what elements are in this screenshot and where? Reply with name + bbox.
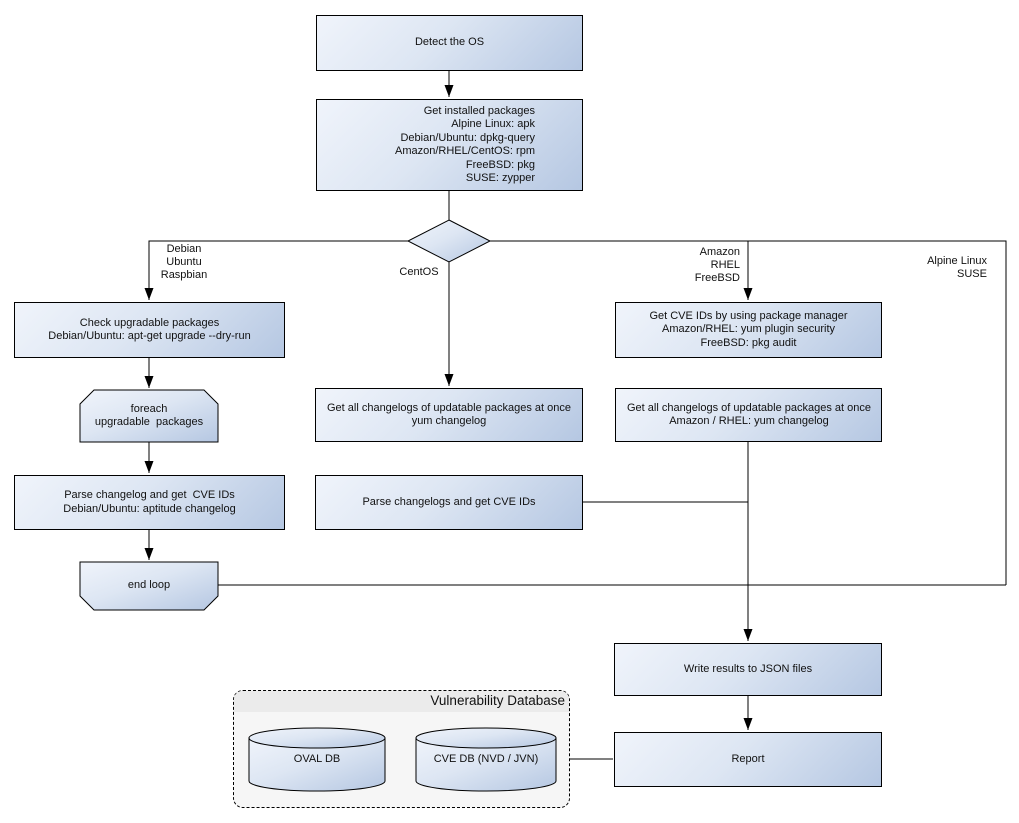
foreach-loop-label: foreach upgradable packages (94, 402, 204, 429)
edge-decision-to-debian-branch (144, 240, 408, 300)
branch-label-amazon: Amazon RHEL FreeBSD (694, 246, 740, 284)
node-get-changelogs-amazon (615, 388, 882, 442)
node-get-cve-ids-pkg-manager (615, 302, 882, 358)
node-get-changelogs-centos (315, 388, 583, 442)
node-detect-os (316, 15, 583, 71)
node-parse-changelog-debian (14, 475, 285, 530)
decision-diamond (406, 219, 492, 263)
node-foreach-loop-start (79, 389, 219, 443)
branch-label-debian: Debian Ubuntu Raspbian (160, 243, 208, 281)
node-check-upgradable (14, 302, 285, 358)
branch-label-alpine: Alpine Linux SUSE (927, 255, 987, 280)
vulnerability-database-container (233, 690, 570, 808)
vulnerability-database-header-band (234, 691, 569, 712)
node-parse-changelogs-centos (315, 475, 583, 530)
branch-label-centos: CentOS (399, 266, 439, 278)
node-get-installed-packages (316, 99, 583, 191)
node-write-results (614, 643, 882, 696)
node-report (614, 732, 882, 787)
end-loop-label: end loop (127, 579, 171, 592)
edge-decision-to-amazon-branch (490, 240, 753, 300)
node-end-loop (79, 561, 219, 611)
